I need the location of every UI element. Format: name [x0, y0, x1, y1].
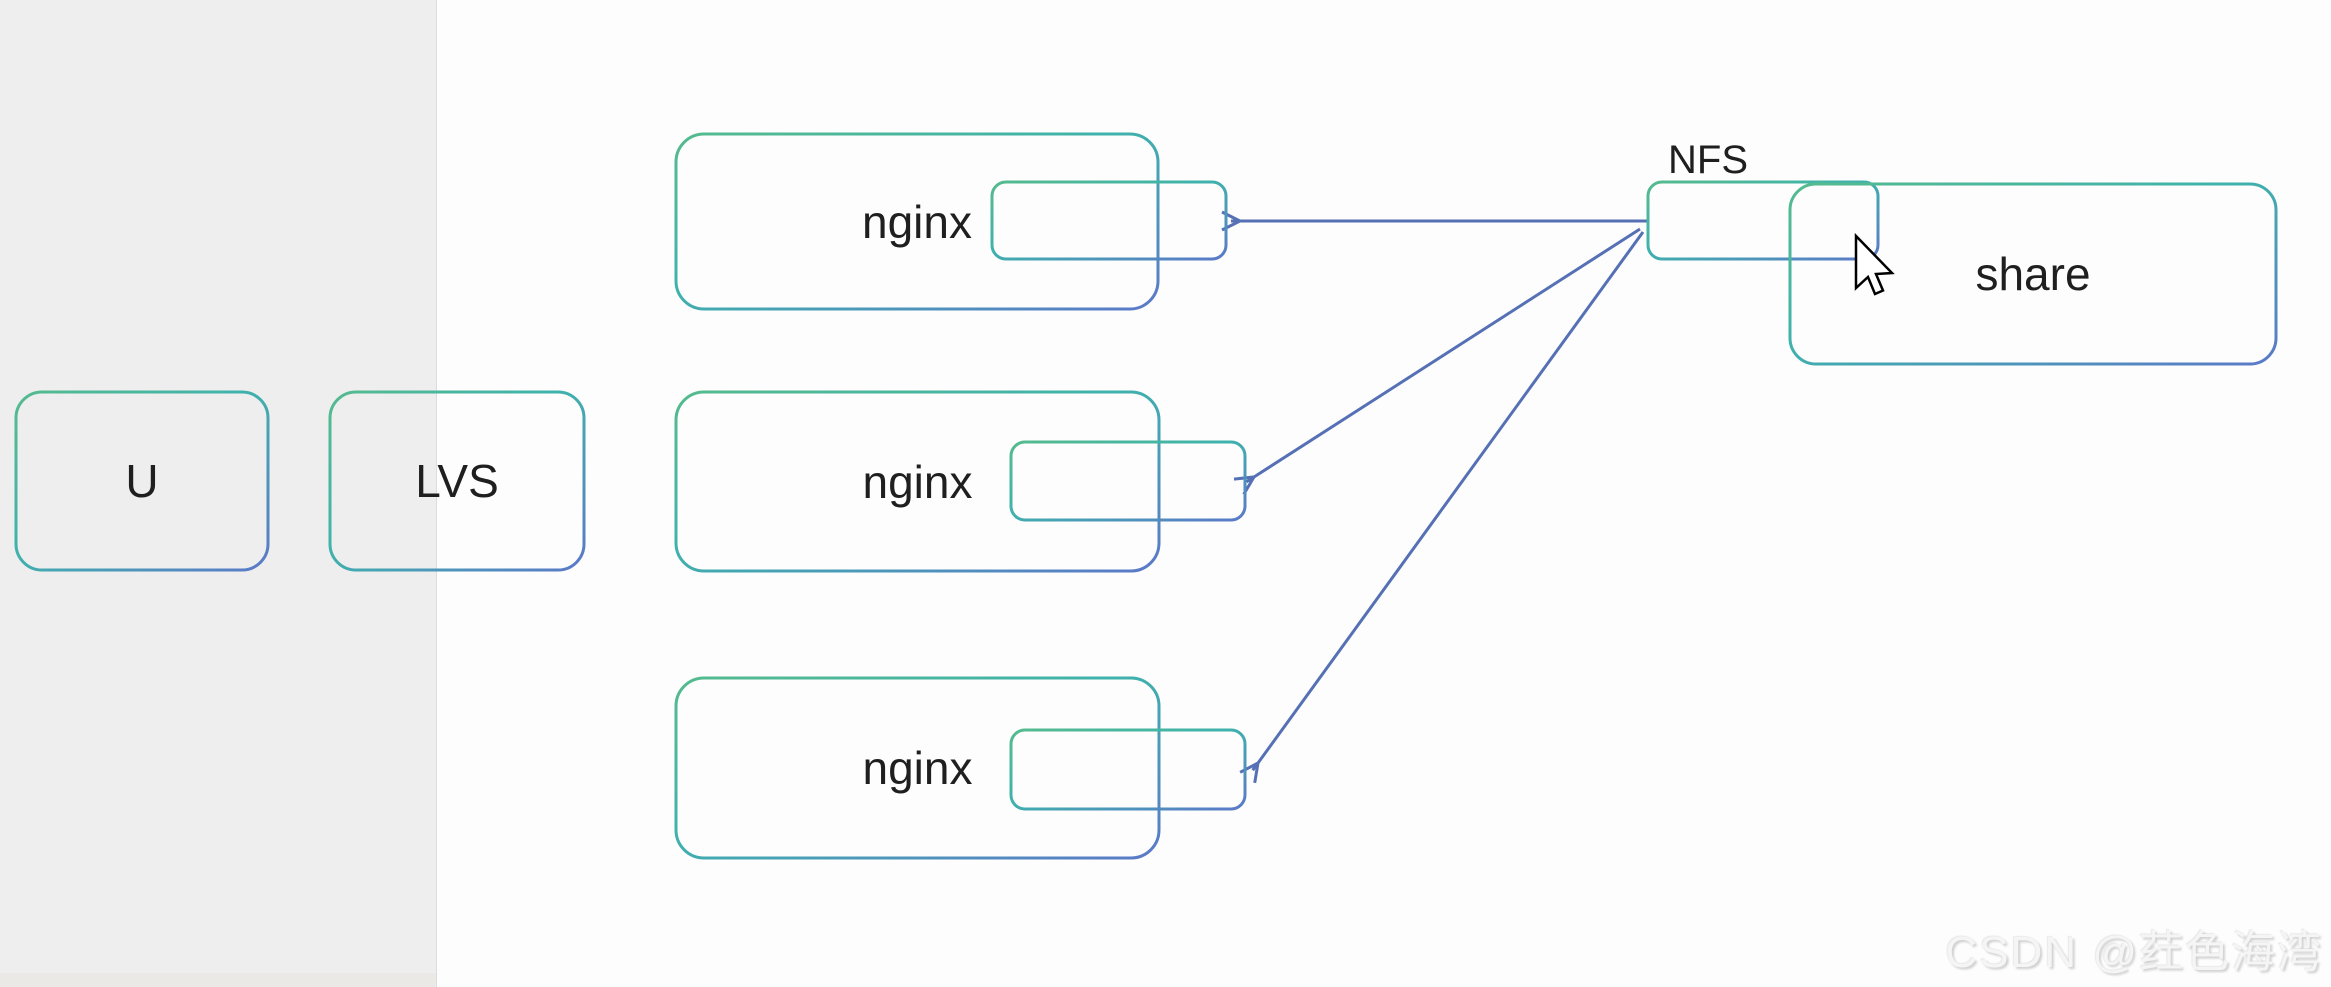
- nginx3-inner-box[interactable]: [1009, 728, 1247, 811]
- share-box[interactable]: [1788, 182, 2278, 366]
- arrow-nfs-to-nginx2[interactable]: [1233, 227, 1641, 496]
- nginx1-box[interactable]: [674, 132, 1160, 311]
- nginx2-inner-box[interactable]: [1009, 440, 1247, 522]
- mouse-cursor: [1854, 232, 1895, 296]
- left-panel-bottom-band: [0, 973, 436, 987]
- nginx3-box[interactable]: [674, 676, 1161, 860]
- lvs-box[interactable]: [328, 390, 586, 572]
- nginx1-inner-box[interactable]: [990, 180, 1228, 261]
- u-box[interactable]: [14, 390, 270, 572]
- nfs-box[interactable]: [1646, 180, 1880, 261]
- left-panel: [0, 0, 437, 987]
- arrow-nfs-to-nginx3[interactable]: [1239, 231, 1645, 784]
- nginx2-box[interactable]: [674, 390, 1161, 573]
